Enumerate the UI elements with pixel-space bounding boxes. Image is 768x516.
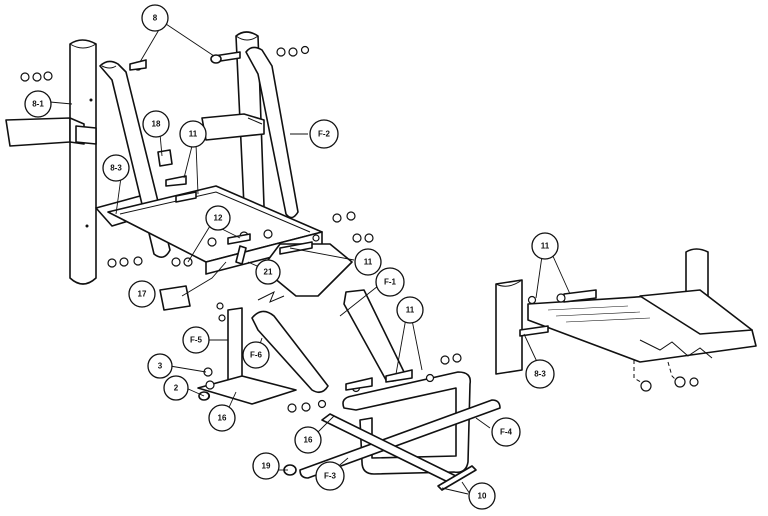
- callout-8-1: 8-1: [24, 90, 52, 118]
- callout-12: 12: [205, 205, 231, 231]
- inset-bracket: [519, 289, 757, 392]
- callout-17: 17: [128, 280, 156, 308]
- callout-21: 21: [255, 259, 281, 285]
- left-upright-post: [69, 39, 97, 285]
- callout-label: 16: [218, 414, 227, 423]
- callout-16-mid: 16: [294, 426, 322, 454]
- callout-label: 2: [174, 384, 179, 393]
- callout-11-mid: 11: [354, 248, 382, 276]
- callout-11-inset: 11: [531, 232, 559, 260]
- callout-label: 8: [153, 14, 158, 23]
- right-rear-leg-tube: [245, 46, 299, 219]
- callout-18: 18: [142, 110, 170, 138]
- callout-label: F-1: [384, 278, 397, 287]
- callout-label: 11: [364, 258, 373, 267]
- callout-f-4: F-4: [491, 417, 521, 447]
- callout-label: 8-1: [32, 100, 44, 109]
- callout-3: 3: [147, 353, 173, 379]
- callout-f-5: F-5: [182, 326, 210, 354]
- inset-post-left: [495, 279, 523, 375]
- callout-label: F-4: [500, 428, 513, 437]
- callout-label: 11: [406, 306, 415, 315]
- callout-f-6: F-6: [242, 341, 270, 369]
- front-post-f5: [197, 307, 297, 405]
- callout-label: 17: [138, 290, 147, 299]
- callout-label: 8-3: [534, 370, 546, 379]
- callout-label: F-3: [324, 472, 337, 481]
- callout-label: 11: [541, 242, 550, 251]
- callout-label: 19: [262, 462, 271, 471]
- callout-label: 16: [304, 436, 313, 445]
- callout-11-top: 11: [179, 120, 207, 148]
- callout-10: 10: [468, 482, 496, 510]
- left-seat-bracket: [5, 117, 97, 147]
- callout-f-3: F-3: [315, 461, 345, 491]
- callout-8-3-inset: 8-3: [525, 359, 555, 389]
- callout-label: 11: [189, 130, 198, 139]
- callout-2: 2: [163, 375, 189, 401]
- base-u-frame-f4: [342, 371, 472, 475]
- callout-f-2: F-2: [309, 119, 339, 149]
- callout-19: 19: [252, 452, 280, 480]
- callout-8-top: 8: [141, 4, 169, 32]
- callout-label: 21: [264, 268, 273, 277]
- callout-16-left: 16: [208, 404, 236, 432]
- callout-f-1: F-1: [375, 267, 405, 297]
- hardware-bolts: [129, 51, 477, 491]
- callout-label: F-5: [190, 336, 203, 345]
- callout-label: 8-3: [110, 164, 122, 173]
- callout-label: F-6: [250, 351, 263, 360]
- callout-11-right: 11: [396, 296, 424, 324]
- callout-label: 18: [152, 120, 161, 129]
- callout-label: F-2: [318, 130, 331, 139]
- callout-label: 3: [158, 362, 163, 371]
- front-frame-tube-f1: [251, 243, 405, 394]
- callout-8-3-left: 8-3: [102, 154, 130, 182]
- callout-label: 12: [214, 214, 223, 223]
- callout-label: 10: [478, 492, 487, 501]
- base-crossbar-f3: [299, 399, 501, 485]
